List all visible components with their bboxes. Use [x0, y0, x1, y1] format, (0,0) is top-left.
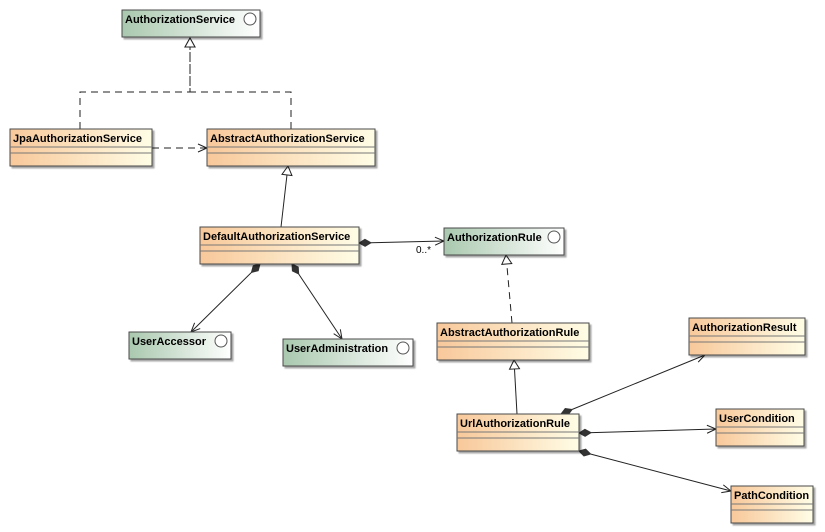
edge-line — [280, 165, 289, 228]
edge-url-rule-composes-path-condition — [578, 448, 733, 494]
interface-icon — [396, 341, 410, 355]
node-user-administration[interactable]: UserAdministration — [282, 338, 414, 367]
node-name: DefaultAuthorizationService — [203, 231, 350, 243]
edge-line — [189, 38, 292, 129]
edge-default-extends-abstract — [280, 164, 293, 228]
edge-url-rule-composes-user-condition — [578, 424, 718, 437]
composition-diamond — [578, 448, 592, 457]
node-name: UserCondition — [719, 413, 795, 425]
edge-line — [505, 254, 513, 324]
edge-abstract-realizes-authorization-service — [184, 36, 292, 129]
edge-default-composes-rules: 0..* — [358, 236, 446, 256]
edge-line — [578, 450, 732, 492]
node-abstract-authorization-service[interactable]: AbstractAuthorizationService — [206, 128, 376, 167]
composition-diamond — [578, 428, 592, 437]
composition-diamond — [358, 238, 372, 247]
edge-abstract-rule-realizes-rule — [501, 253, 513, 324]
node-jpa-authorization-service[interactable]: JpaAuthorizationService — [9, 128, 153, 167]
node-abstract-authorization-rule[interactable]: AbstractAuthorizationRule — [436, 322, 590, 361]
edge-line — [190, 263, 261, 333]
hollow-arrowhead — [501, 253, 513, 265]
edge-url-rule-extends-abstract-rule — [508, 358, 521, 415]
composition-diamond — [250, 263, 261, 274]
edge-jpa-depends-on-abstract — [152, 143, 209, 153]
hollow-arrowhead — [184, 36, 196, 48]
edge-default-composes-user-accessor — [190, 263, 261, 333]
node-user-accessor[interactable]: UserAccessor — [128, 331, 232, 360]
node-name: PathCondition — [734, 490, 809, 502]
hollow-arrowhead — [281, 164, 293, 177]
node-name: AbstractAuthorizationService — [210, 133, 365, 145]
edge-line — [291, 263, 343, 340]
interface-icon — [243, 12, 257, 26]
node-name: UrlAuthorizationRule — [460, 418, 570, 430]
node-name: JpaAuthorizationService — [13, 133, 142, 145]
interface-box — [443, 227, 565, 256]
edge-jpa-realizes-authorization-service — [79, 36, 196, 129]
multiplicity-label: 0..* — [416, 245, 431, 256]
node-name: AuthorizationService — [125, 14, 235, 26]
node-name: AuthorizationRule — [447, 232, 542, 244]
node-authorization-service[interactable]: AuthorizationService — [121, 9, 261, 38]
edge-line — [358, 240, 445, 244]
composition-diamond — [291, 263, 300, 275]
node-name: UserAdministration — [286, 343, 388, 355]
node-authorization-result[interactable]: AuthorizationResult — [688, 317, 806, 356]
node-authorization-rule[interactable]: AuthorizationRule — [443, 227, 565, 256]
edge-line — [578, 428, 717, 434]
edge-url-rule-composes-result — [560, 354, 707, 416]
edge-default-composes-user-administration — [291, 263, 343, 341]
interface-box — [128, 331, 232, 360]
node-path-condition[interactable]: PathCondition — [730, 485, 814, 524]
node-name: AbstractAuthorizationRule — [440, 327, 579, 339]
node-name: UserAccessor — [132, 336, 207, 348]
node-url-authorization-rule[interactable]: UrlAuthorizationRule — [456, 413, 580, 452]
interface-box — [121, 9, 261, 38]
interface-box — [282, 338, 414, 367]
node-user-condition[interactable]: UserCondition — [715, 408, 805, 447]
edge-line — [560, 354, 706, 415]
node-name: AuthorizationResult — [692, 322, 797, 334]
node-default-authorization-service[interactable]: DefaultAuthorizationService — [199, 226, 360, 265]
hollow-arrowhead — [508, 358, 521, 370]
interface-icon — [547, 230, 561, 244]
edge-line — [79, 38, 191, 129]
interface-icon — [214, 334, 228, 348]
